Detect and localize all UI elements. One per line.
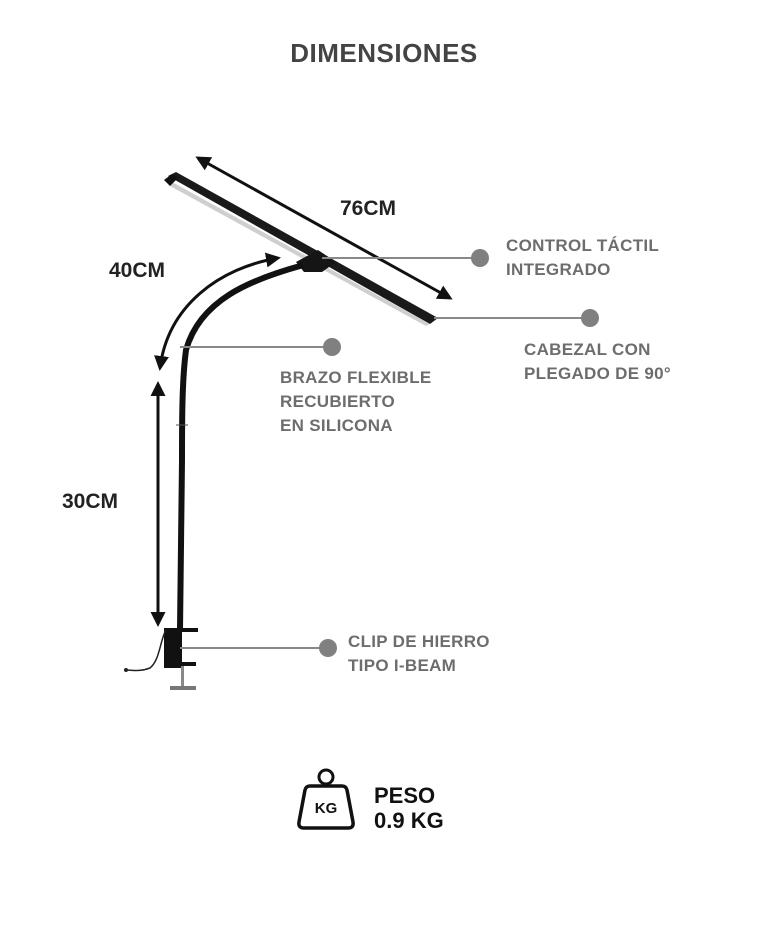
arm-length-label: 40CM bbox=[109, 259, 166, 282]
weight-icon: KG bbox=[297, 768, 355, 830]
callout-control-line2: INTEGRADO bbox=[506, 260, 611, 279]
weight-info: PESO 0.9 KG bbox=[374, 783, 444, 833]
iron-clip bbox=[164, 628, 198, 690]
weight-badge: KG bbox=[315, 800, 338, 817]
callout-arm: BRAZO FLEXIBLE RECUBIERTO EN SILICONA bbox=[280, 366, 432, 438]
callout-dot-arm bbox=[323, 338, 341, 356]
callout-dot-clip bbox=[319, 639, 337, 657]
arm-arrow bbox=[154, 252, 281, 371]
callout-control: CONTROL TÁCTIL INTEGRADO bbox=[506, 234, 659, 282]
power-cable bbox=[125, 629, 167, 672]
weight-label: PESO bbox=[374, 783, 436, 808]
callout-clip: CLIP DE HIERRO TIPO I-BEAM bbox=[348, 630, 490, 678]
control-hub bbox=[296, 250, 336, 272]
weight-value: 0.9 KG bbox=[374, 808, 444, 833]
callout-dot-head bbox=[581, 309, 599, 327]
callout-head: CABEZAL CON PLEGADO DE 90° bbox=[524, 338, 671, 386]
callout-arm-line3: EN SILICONA bbox=[280, 416, 393, 435]
callout-clip-line2: TIPO I-BEAM bbox=[348, 656, 457, 675]
flexible-arm bbox=[177, 263, 303, 633]
callout-clip-line1: CLIP DE HIERRO bbox=[348, 632, 490, 651]
lamp-head bbox=[164, 172, 438, 326]
width-arrow bbox=[195, 156, 453, 300]
callout-dot-control bbox=[471, 249, 489, 267]
page-title: DIMENSIONES bbox=[290, 38, 478, 68]
callout-control-line1: CONTROL TÁCTIL bbox=[506, 236, 660, 255]
callout-head-line1: CABEZAL CON bbox=[524, 340, 651, 359]
callout-arm-line1: BRAZO FLEXIBLE bbox=[280, 368, 432, 387]
callout-arm-line2: RECUBIERTO bbox=[280, 392, 396, 411]
height-label: 30CM bbox=[62, 490, 119, 513]
width-label: 76CM bbox=[340, 197, 397, 220]
callout-head-line2: PLEGADO DE 90° bbox=[524, 364, 672, 383]
